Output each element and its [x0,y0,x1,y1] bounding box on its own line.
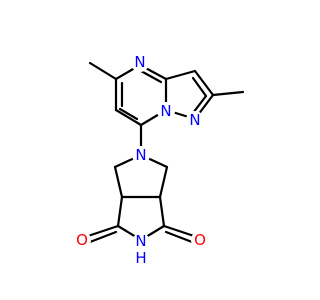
atom-n-imide: N [135,232,146,250]
atom-n-pyrrolidine: N [135,146,146,164]
bond-c3a-c3 [164,69,197,81]
bond-c2-methyl [211,90,245,97]
chemical-structure: N N N N N H O O [73,53,245,267]
bond-n4-c3a-double [139,69,163,84]
bond-c5-methyl [88,61,118,81]
atom-o-left: O [76,231,88,249]
atom-n-pyrazole: N [189,111,200,129]
bond-ch2-right-ch [158,165,169,199]
bond-c-o-left-1 [86,224,120,238]
bond-c2-n1-double [191,94,208,115]
atom-n-pyrimidine: N [134,53,145,71]
bond-ch-left-carbonyl [116,195,124,228]
bond-c-o-right-2 [164,230,194,244]
atom-n-bridgehead: N [160,102,171,120]
bonds [86,61,245,244]
bond-c-o-right-1 [162,224,196,238]
bond-c7-c6 [114,108,143,127]
bond-c3-c2-double [191,76,208,98]
atom-o-right: O [194,231,206,249]
atom-labels: N N N N N H O O [73,53,209,267]
atom-h-imide: H [135,249,146,267]
bond-c7-c6-double [118,107,139,121]
bond-ch-right-carbonyl [158,195,166,228]
bond-c3-c2 [193,69,215,97]
bond-ch2-left-ch [113,165,124,199]
bond-c-o-left-2 [88,230,118,244]
